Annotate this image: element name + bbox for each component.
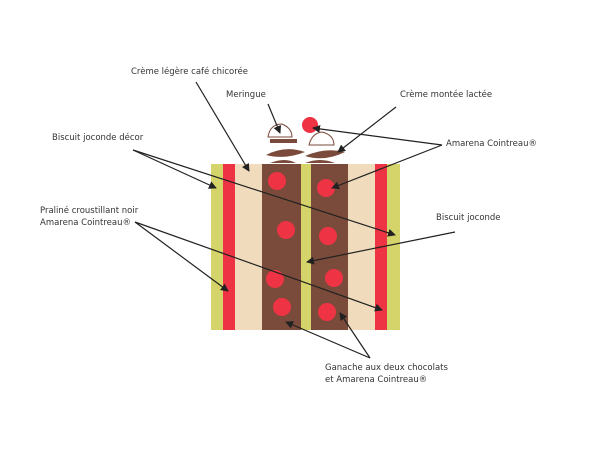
cherry-dot bbox=[325, 269, 343, 287]
label-praline-line2: Amarena Cointreau® bbox=[40, 218, 131, 228]
label-ganache: Ganache aux deux chocolats et Amarena Co… bbox=[325, 362, 448, 386]
arrow-praline-left bbox=[134, 221, 229, 292]
arrow-ganache-left bbox=[285, 321, 371, 359]
cherry-dot bbox=[277, 221, 295, 239]
chocolate-shard bbox=[305, 150, 345, 159]
cherry-dot bbox=[317, 179, 335, 197]
layer-green-right bbox=[387, 164, 400, 330]
arrow-biscuit-joconde bbox=[306, 231, 456, 265]
cherry-dot bbox=[273, 298, 291, 316]
cherry-dot bbox=[318, 303, 336, 321]
cake-topping bbox=[266, 117, 345, 163]
arrows bbox=[132, 81, 456, 359]
arrow-amarena-top bbox=[312, 124, 443, 146]
cake-layers bbox=[211, 164, 400, 330]
label-creme-montee: Crème montée lactée bbox=[400, 90, 493, 100]
layer-red-left bbox=[223, 164, 235, 330]
cherry-dot bbox=[268, 172, 286, 190]
chocolate-shard bbox=[266, 149, 305, 157]
arrow-meringue bbox=[267, 103, 282, 134]
cherry-dot bbox=[266, 270, 284, 288]
layer-green-left bbox=[211, 164, 223, 330]
label-creme-legere: Crème légère café chicorée bbox=[131, 67, 249, 77]
label-amarena: Amarena Cointreau® bbox=[446, 139, 537, 149]
cherry-dots bbox=[266, 172, 343, 321]
label-praline-line1: Praliné croustillant noir bbox=[40, 206, 139, 216]
label-ganache-line1: Ganache aux deux chocolats bbox=[325, 363, 448, 373]
arrow-creme-montee bbox=[337, 106, 397, 153]
label-ganache-line2: et Amarena Cointreau® bbox=[325, 375, 428, 385]
arrow-biscuit-decor-left bbox=[132, 149, 217, 189]
arrow-biscuit-decor-right bbox=[132, 149, 396, 237]
chocolate-shard bbox=[270, 160, 335, 163]
label-biscuit-joconde: Biscuit joconde bbox=[436, 213, 501, 223]
arrow-ganache-right bbox=[339, 312, 371, 359]
meringue-right bbox=[308, 131, 335, 146]
layer-beige-right bbox=[348, 164, 375, 330]
cherry-dot bbox=[319, 227, 337, 245]
layer-beige-left bbox=[235, 164, 262, 330]
layer-green-center bbox=[301, 164, 311, 330]
label-meringue: Meringue bbox=[226, 90, 266, 100]
arrow-praline-right bbox=[134, 221, 383, 312]
chocolate-base bbox=[270, 139, 297, 143]
amarena-cherry-top bbox=[302, 117, 318, 133]
label-praline: Praliné croustillant noir Amarena Cointr… bbox=[40, 205, 138, 229]
arrow-amarena-dot bbox=[331, 144, 443, 190]
label-biscuit-decor: Biscuit joconde décor bbox=[52, 133, 144, 143]
arrow-creme-legere bbox=[195, 81, 250, 172]
meringue-left bbox=[267, 123, 293, 138]
